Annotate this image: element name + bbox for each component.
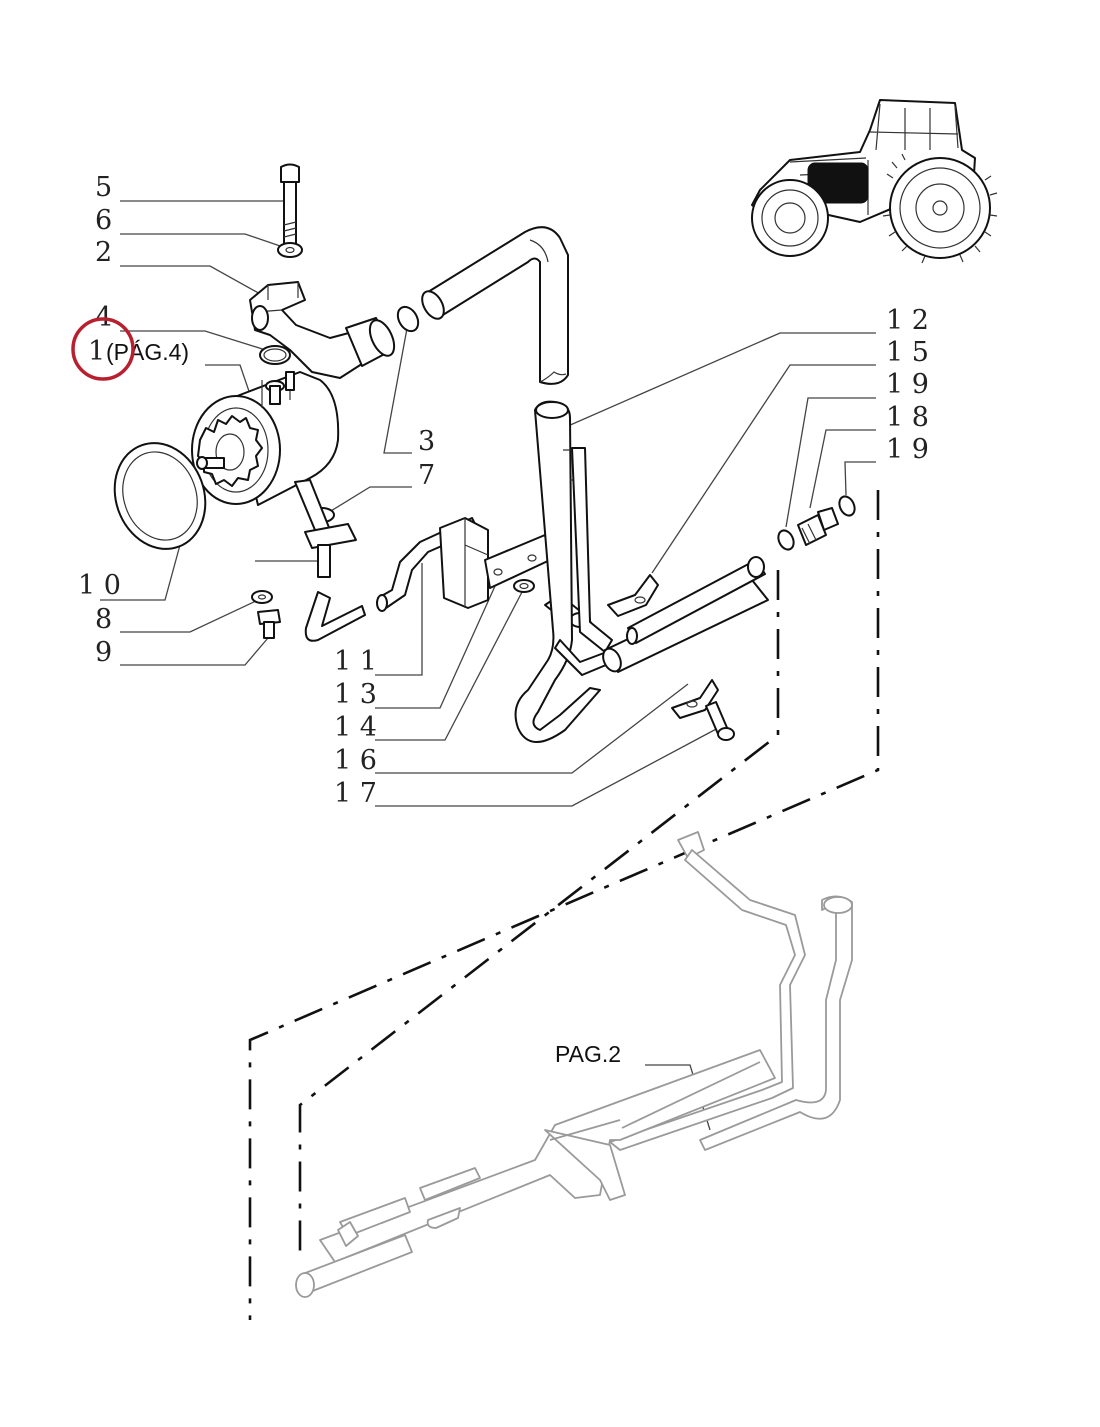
washer-part-8	[251, 590, 273, 604]
page-ref-pag2: PAG.2	[555, 1041, 621, 1067]
callout-13: 1 3	[334, 679, 377, 710]
callout-12: 1 2	[886, 305, 929, 336]
tractor-locator-icon	[751, 99, 998, 264]
callout-15: 1 5	[886, 337, 929, 368]
o-ring-part-3	[396, 305, 420, 333]
callout-6: 6	[95, 205, 112, 236]
callout-2: 2	[95, 237, 112, 268]
cooler-tube	[602, 556, 769, 673]
context-assembly-ghost	[295, 831, 853, 1298]
bolt-part-9	[257, 609, 281, 639]
bracket-part-13	[439, 517, 551, 609]
bolt-part-17	[705, 701, 735, 741]
bolt-part-5	[280, 163, 300, 245]
callout-9: 9	[95, 637, 112, 668]
coolant-tube-lower	[514, 400, 613, 743]
o-ring-part-19b	[838, 495, 856, 517]
callout-10: 1 0	[78, 570, 121, 601]
callout-16: 1 6	[334, 745, 377, 776]
callout-7: 7	[418, 460, 435, 491]
elbow-pipe-part-2	[249, 281, 396, 379]
callout-3: 3	[418, 426, 435, 457]
callout-leaders	[100, 200, 876, 1131]
washer-part-6	[277, 242, 303, 258]
assembly-boundary	[248, 490, 880, 1320]
callout-11: 1 1	[334, 646, 377, 677]
callout-18: 1 8	[886, 402, 929, 433]
page-ref-pag4: (PÁG.4)	[106, 339, 189, 365]
callout-5: 5	[95, 172, 112, 203]
water-pump-part-1	[191, 371, 340, 506]
callout-19b: 1 9	[886, 434, 929, 465]
o-ring-part-4	[259, 345, 291, 365]
callout-labels: 5 6 2 4 1 3 7 1 0 8 9 1 1 1 3 1 4 1 6 1 …	[78, 172, 929, 809]
callout-19a: 1 9	[886, 369, 929, 400]
fitting-part-18	[797, 507, 839, 546]
o-ring-part-19a	[777, 529, 795, 551]
callout-17: 1 7	[334, 778, 377, 809]
callout-14: 1 4	[334, 712, 377, 743]
clip-part-15	[607, 574, 659, 617]
gasket-part-10	[113, 442, 207, 550]
highlight-circle	[71, 317, 135, 381]
coolant-tube-upper	[421, 226, 569, 385]
washer-part-14	[513, 579, 535, 593]
callout-8: 8	[95, 604, 112, 635]
drain-fitting	[294, 479, 366, 642]
clip-part-16	[671, 679, 719, 719]
engine-highlight	[807, 162, 869, 204]
callout-1: 1	[88, 336, 105, 367]
